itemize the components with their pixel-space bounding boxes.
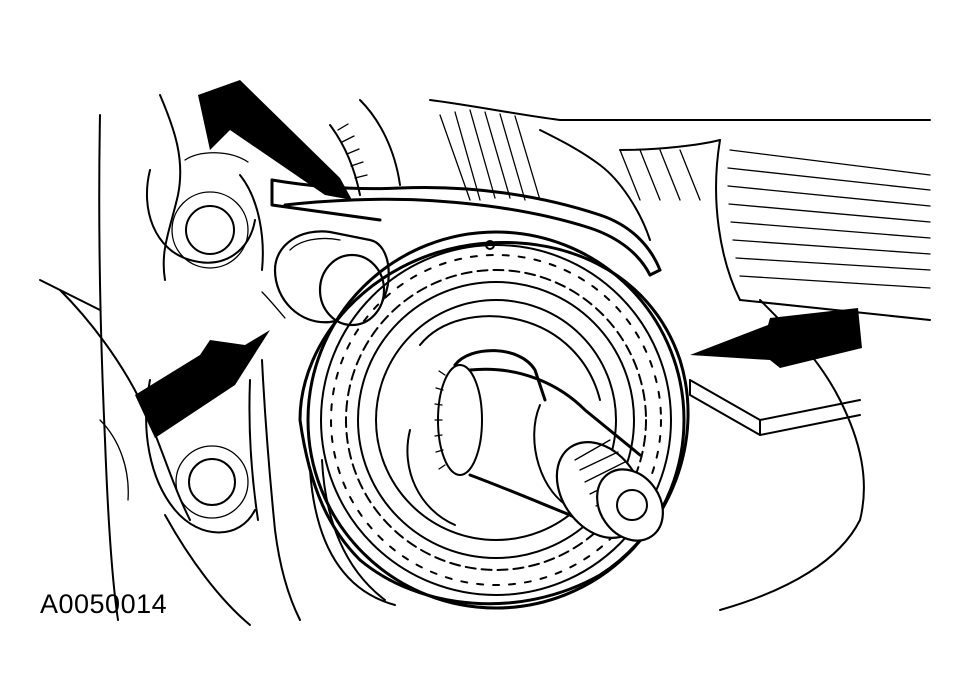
spline-collar — [437, 364, 483, 476]
bolt-hole-lower — [188, 458, 236, 506]
arrow-upper-left — [198, 80, 352, 200]
arrow-lower-left — [135, 330, 270, 438]
housing-casting — [39, 94, 301, 626]
background-ribbed-casing — [329, 99, 931, 611]
gear-teeth-ring — [345, 269, 647, 571]
callout-arrows — [135, 80, 862, 438]
arrow-right — [690, 308, 862, 368]
bolt-hole-upper — [185, 205, 235, 255]
synchronizer-ring-outer — [306, 230, 686, 610]
figure-id-label: A0050014 — [40, 589, 168, 619]
synchronizer-assembly — [298, 230, 690, 610]
splined-shaft — [406, 315, 664, 542]
mounting-bolt-holes — [171, 191, 249, 519]
shaft-end — [596, 468, 664, 542]
guide-pin — [273, 230, 390, 327]
